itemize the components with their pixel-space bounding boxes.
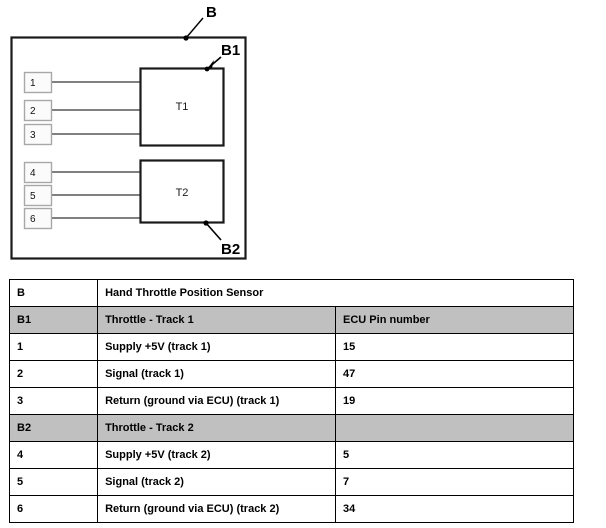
- table-row: 4 Supply +5V (track 2) 5: [8, 441, 574, 469]
- pin-box-1: 1: [23, 71, 53, 94]
- callout-b-label: B: [206, 4, 217, 21]
- row-description-cell: Signal (track 1): [97, 360, 337, 388]
- row-id-cell: B2: [8, 414, 99, 442]
- pin-assignment-table: B Hand Throttle Position Sensor B1 Throt…: [8, 279, 574, 523]
- row-description-cell: Supply +5V (track 1): [97, 333, 337, 361]
- row-pin-cell: 47: [335, 360, 574, 388]
- row-id-cell: 5: [8, 468, 99, 496]
- pin-box-3: 3: [23, 123, 53, 146]
- row-id-cell: 2: [8, 360, 99, 388]
- row-description-cell: Supply +5V (track 2): [97, 441, 337, 469]
- callout-b2: B2: [203, 220, 240, 258]
- row-description-cell: Throttle - Track 1: [97, 306, 337, 334]
- pin-box-6: 6: [23, 207, 53, 230]
- row-id-cell: B: [8, 279, 99, 307]
- track-block-t2: T2: [139, 159, 225, 224]
- table-row: 1 Supply +5V (track 1) 15: [8, 333, 574, 361]
- row-id-cell: 6: [8, 495, 99, 523]
- table-row: 6 Return (ground via ECU) (track 2) 34: [8, 495, 574, 523]
- pin-box-label: 5: [30, 191, 36, 202]
- row-description-cell: Throttle - Track 2: [97, 414, 337, 442]
- table-row-group: B2 Throttle - Track 2: [8, 414, 574, 442]
- row-description-cell: Hand Throttle Position Sensor: [97, 279, 574, 307]
- callout-b: B: [183, 4, 217, 41]
- row-id-cell: 3: [8, 387, 99, 415]
- pin-box-label: 1: [30, 78, 36, 89]
- row-description-cell: Return (ground via ECU) (track 1): [97, 387, 337, 415]
- table-row: 3 Return (ground via ECU) (track 1) 19: [8, 387, 574, 415]
- row-description-cell: Return (ground via ECU) (track 2): [97, 495, 337, 523]
- pin-box-5: 5: [23, 184, 53, 207]
- row-pin-cell: 5: [335, 441, 574, 469]
- column-header-ecu-pin: ECU Pin number: [335, 306, 574, 334]
- table-row: 5 Signal (track 2) 7: [8, 468, 574, 496]
- row-pin-cell: 34: [335, 495, 574, 523]
- callout-b1: B1: [204, 42, 240, 72]
- callout-b1-label: B1: [221, 42, 240, 59]
- pin-box-label: 2: [30, 106, 36, 117]
- connector-diagram: 1 2 3 4 5 6 T1 T2: [10, 4, 247, 260]
- row-pin-cell: 19: [335, 387, 574, 415]
- track-block-t1-label: T1: [176, 101, 189, 113]
- row-id-cell: 1: [8, 333, 99, 361]
- callout-b2-label: B2: [221, 241, 240, 258]
- row-pin-cell: 15: [335, 333, 574, 361]
- pin-box-label: 3: [30, 130, 36, 141]
- row-id-cell: B1: [8, 306, 99, 334]
- table-row: B Hand Throttle Position Sensor: [8, 279, 574, 307]
- track-block-t1: T1: [139, 67, 225, 147]
- row-pin-cell: 7: [335, 468, 574, 496]
- row-id-cell: 4: [8, 441, 99, 469]
- row-description-cell: Signal (track 2): [97, 468, 337, 496]
- pin-box-2: 2: [23, 99, 53, 122]
- table-row: 2 Signal (track 1) 47: [8, 360, 574, 388]
- track-block-t2-label: T2: [176, 187, 189, 199]
- pin-box-label: 6: [30, 214, 36, 225]
- pin-box-label: 4: [30, 168, 36, 179]
- table-row-group: B1 Throttle - Track 1 ECU Pin number: [8, 306, 574, 334]
- row-pin-cell: [335, 414, 574, 442]
- pin-box-4: 4: [23, 161, 53, 184]
